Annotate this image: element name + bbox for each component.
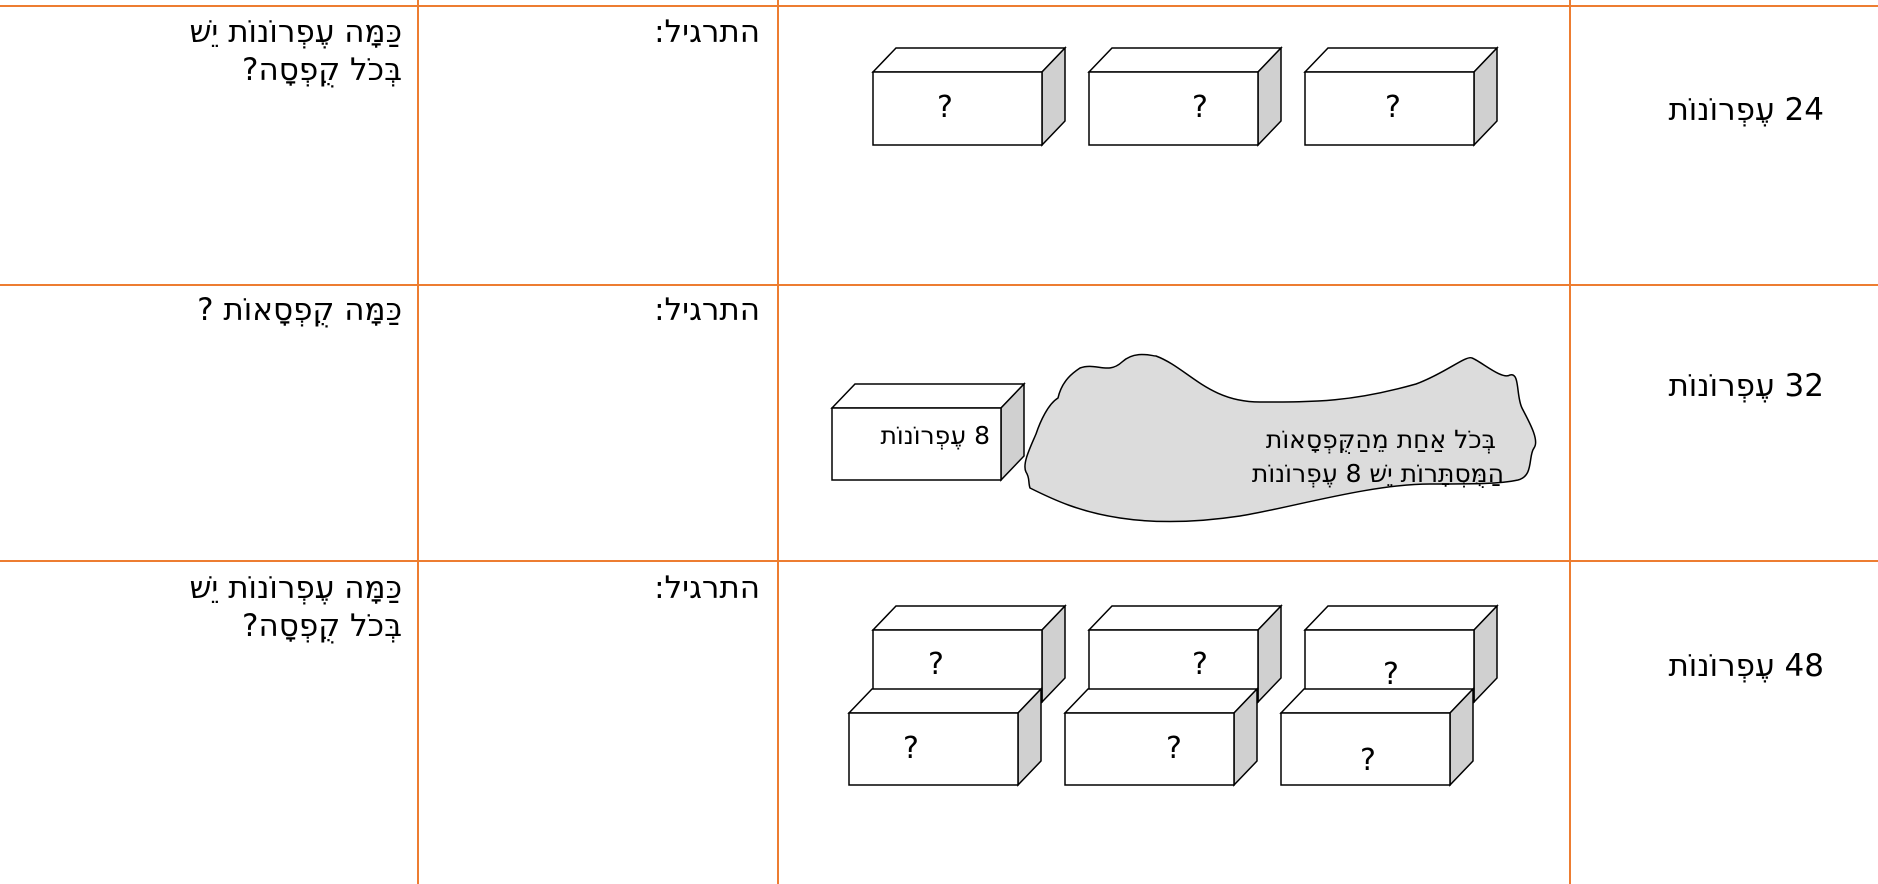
row-3-question-line-2: בְּכֹל קֻפְסָה? [242,608,402,644]
row-1-exercise-label: התרגיל: [654,14,760,50]
row-3-box-back-1-mark: ? [928,647,944,682]
row-1-box-3-mark: ? [1385,90,1401,125]
row-3-box-front-2: ? [1063,687,1259,787]
grid-line-col-3 [1569,0,1571,884]
grid-line-col-2 [777,0,779,884]
row-3-box-back-2: ? [1087,604,1283,704]
row-3-box-back-1: ? [871,604,1067,704]
row-1-question-line-1: כַּמָּה עֶפְרוֹנוֹת יֵשׁ [189,14,402,50]
grid-line-top [0,5,1878,7]
row-2-hidden-boxes-cloud: בְּכֹל אַחַת מֵהַקֻּפְסָאוֹת הַמֻּסְתָּר… [1024,353,1537,523]
row-1-quantity: 24 עֶפְרוֹנוֹת [1668,92,1824,128]
row-3-box-front-3-mark: ? [1360,743,1376,778]
row-3-box-front-1-mark: ? [903,731,919,766]
row-3-box-front-2-mark: ? [1166,731,1182,766]
row-2-quantity: 32 עֶפְרוֹנוֹת [1668,368,1824,404]
row-3-box-front-3: ? [1279,687,1475,787]
grid-line-row-1 [0,284,1878,286]
row-2-question: כַּמָּה קֻפְסָאוֹת ? [197,292,402,328]
row-3-quantity: 48 עֶפְרוֹנוֹת [1668,648,1824,684]
grid-line-col-1 [417,0,419,884]
row-1-box-2: ? [1087,46,1283,147]
row-1-box-1: ? [871,46,1067,147]
row-1-box-1-mark: ? [937,90,953,125]
row-2-box-label: 8 עֶפְרוֹנוֹת [880,421,990,450]
row-2-cloud-line-2: הַמֻּסְתָּרוֹת יֵשׁ 8 עֶפְרוֹנוֹת [1252,459,1504,488]
row-3-box-back-3-mark: ? [1383,657,1399,692]
row-3-box-back-3: ? [1303,604,1499,704]
row-2-exercise-label: התרגיל: [654,292,760,328]
row-1-box-3: ? [1303,46,1499,147]
row-3-exercise-label: התרגיל: [654,570,760,606]
row-3-box-back-2-mark: ? [1192,647,1208,682]
row-1-question-line-2: בְּכֹל קֻפְסָה? [242,52,402,88]
row-3-question-line-1: כַּמָּה עֶפְרוֹנוֹת יֵשׁ [189,570,402,606]
row-2-cloud-line-1: בְּכֹל אַחַת מֵהַקֻּפְסָאוֹת [1266,425,1496,454]
row-1-box-2-mark: ? [1192,90,1208,125]
row-3-box-front-1: ? [847,687,1043,787]
grid-line-row-2 [0,560,1878,562]
row-2-pencil-box: 8 עֶפְרוֹנוֹת [830,382,1026,482]
